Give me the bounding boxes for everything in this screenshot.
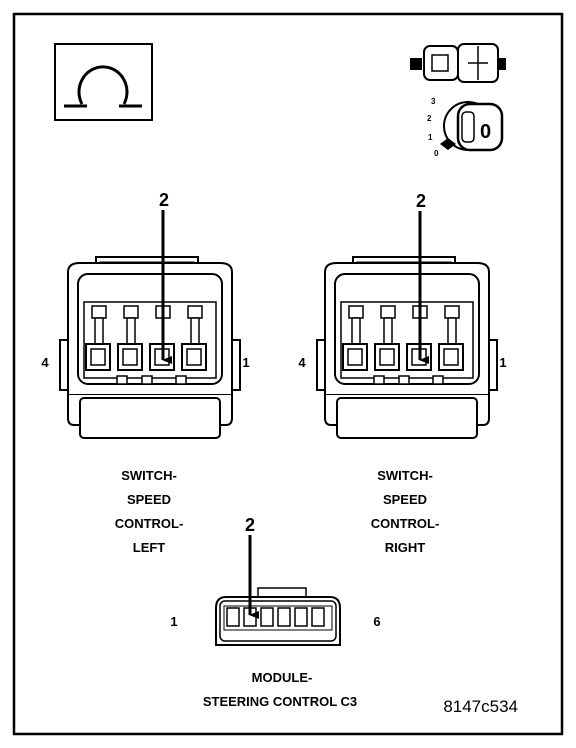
right-connector [316, 256, 498, 439]
module-name-line-1: MODULE- [252, 670, 313, 685]
left-pin-label-4: 4 [41, 355, 49, 370]
right-name-line-4: RIGHT [385, 540, 426, 555]
right-name-line-3: CONTROL- [371, 516, 440, 531]
terminal-row [85, 305, 207, 371]
left-connector-name: SWITCH- SPEED CONTROL- LEFT [115, 468, 184, 555]
module-pin-callout: 2 [245, 515, 255, 535]
figure-id: 8147c534 [443, 697, 518, 716]
right-pin-label-1: 1 [499, 355, 506, 370]
left-pin-callout: 2 [159, 190, 169, 210]
terminal-row [342, 305, 464, 371]
ignition-position-3: 3 [431, 97, 436, 106]
module-connector-name: MODULE- STEERING CONTROL C3 [203, 670, 357, 709]
left-name-line-1: SWITCH- [121, 468, 177, 483]
right-pin-callout: 2 [416, 191, 426, 211]
ignition-position-1: 1 [428, 133, 433, 142]
module-connector [215, 587, 341, 646]
ignition-key-icon: 0 3 2 1 0 [427, 97, 504, 158]
right-pin-label-4: 4 [298, 355, 306, 370]
left-connector [59, 256, 241, 439]
connector-test-icon [410, 43, 506, 83]
left-name-line-2: SPEED [127, 492, 171, 507]
module-name-line-2: STEERING CONTROL C3 [203, 694, 357, 709]
left-name-line-4: LEFT [133, 540, 166, 555]
ignition-position-2: 2 [427, 114, 432, 123]
right-connector-name: SWITCH- SPEED CONTROL- RIGHT [371, 468, 440, 555]
ohmmeter-icon [54, 43, 153, 121]
module-pin-label-1: 1 [170, 614, 177, 629]
ignition-key-label: 0 [480, 121, 491, 143]
diagram-frame [12, 12, 564, 736]
right-name-line-1: SWITCH- [377, 468, 433, 483]
right-name-line-2: SPEED [383, 492, 427, 507]
left-pin-label-1: 1 [242, 355, 249, 370]
module-pin-label-6: 6 [373, 614, 380, 629]
ignition-position-0: 0 [434, 149, 439, 158]
left-name-line-3: CONTROL- [115, 516, 184, 531]
